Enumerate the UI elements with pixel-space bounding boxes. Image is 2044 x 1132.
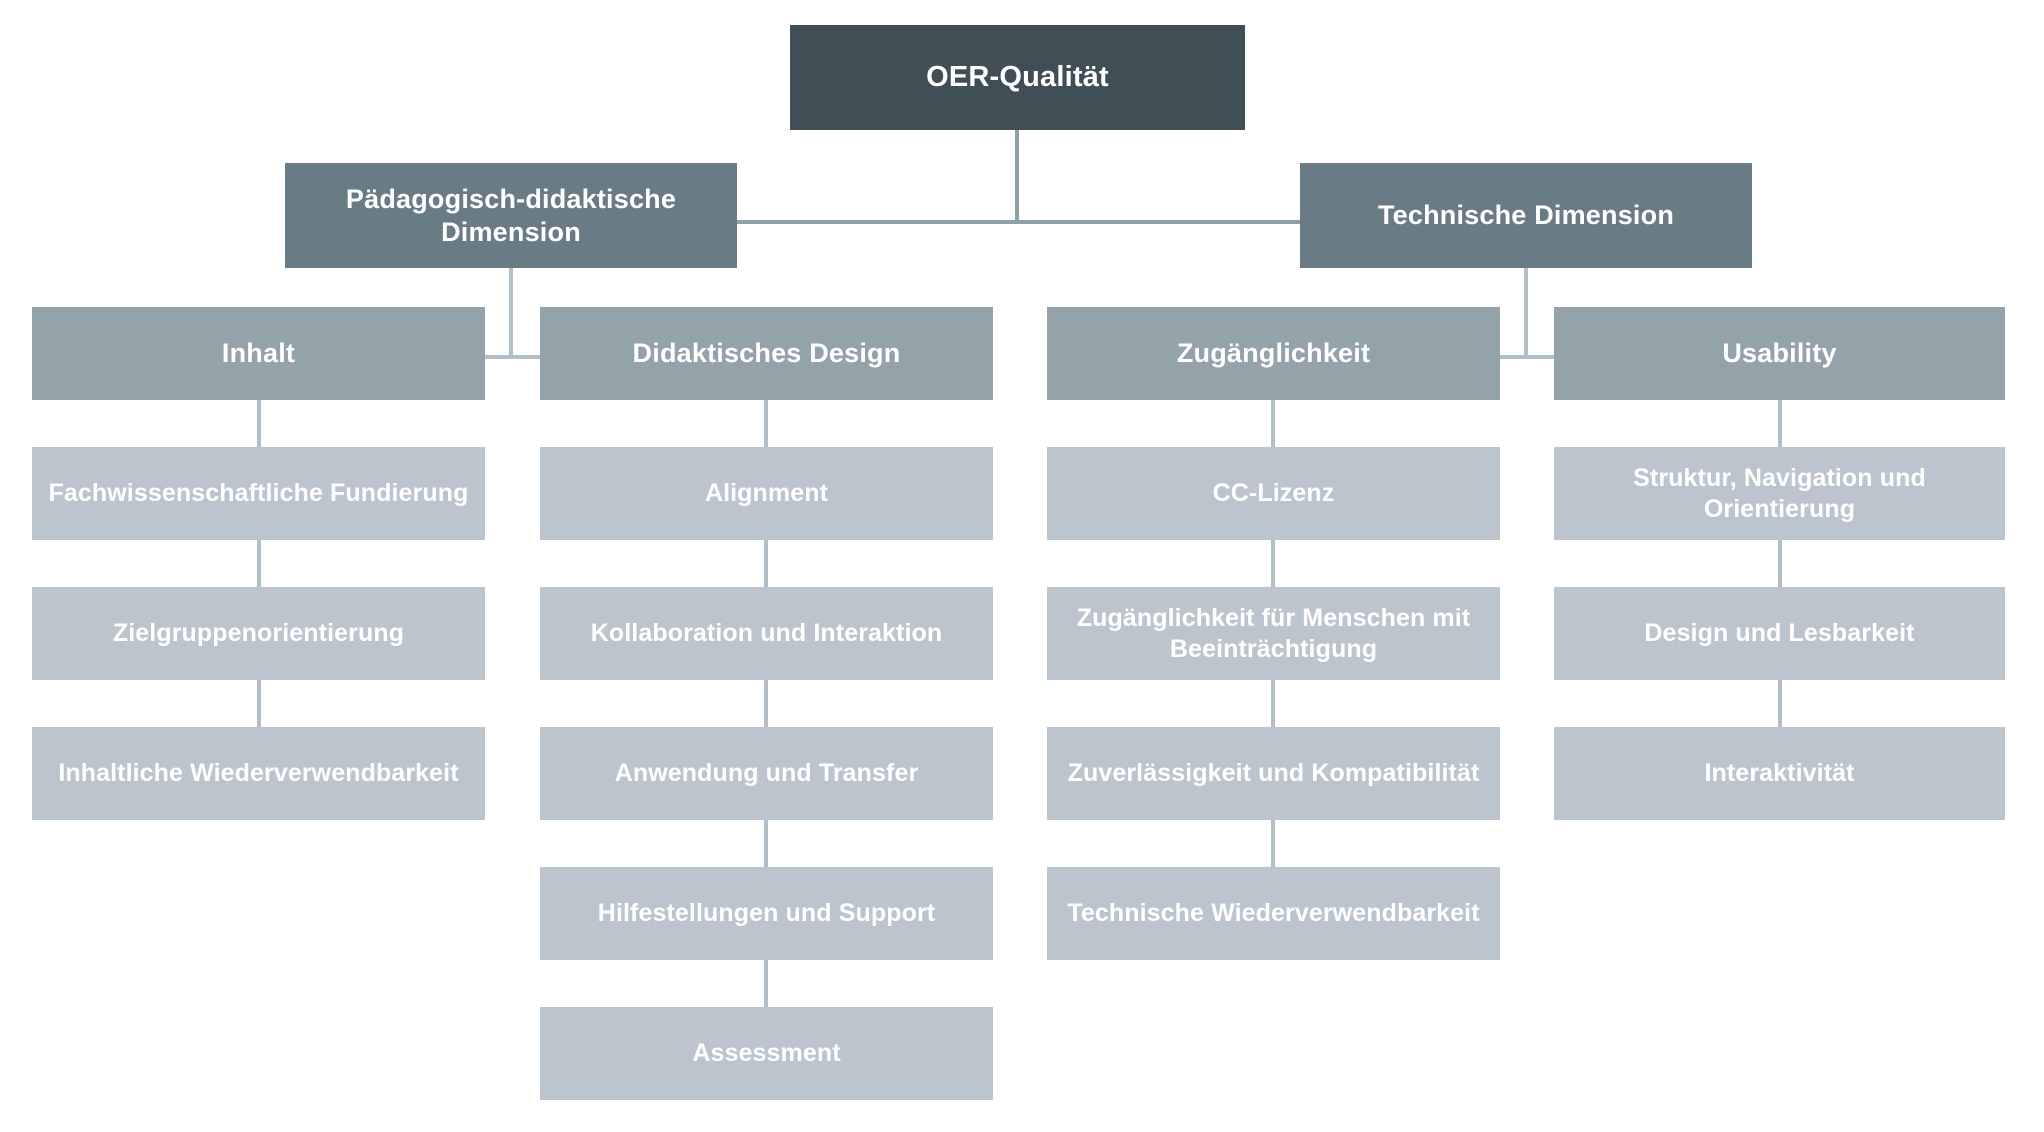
node-leaf-hilfestellungen-und-support[interactable]: Hilfestellungen und Support bbox=[540, 867, 993, 960]
node-category-inhalt[interactable]: Inhalt bbox=[32, 307, 485, 400]
node-label: Design und Lesbarkeit bbox=[1644, 619, 1915, 648]
node-label: Hilfestellungen und Support bbox=[597, 899, 936, 928]
node-label: Interaktivität bbox=[1704, 759, 1855, 788]
connector-right-category-crossbar bbox=[1500, 355, 1556, 359]
node-leaf-zugaenglichkeit-beeintraechtigung[interactable]: Zugänglichkeit für Menschen mit Beeinträ… bbox=[1047, 587, 1500, 680]
node-leaf-zielgruppenorientierung[interactable]: Zielgruppenorientierung bbox=[32, 587, 485, 680]
node-leaf-zuverlaessigkeit-und-kompatibilitaet[interactable]: Zuverlässigkeit und Kompatibilität bbox=[1047, 727, 1500, 820]
node-label: CC-Lizenz bbox=[1212, 479, 1335, 508]
node-label: Zugänglichkeit für Menschen mit Beeinträ… bbox=[1076, 604, 1471, 663]
node-label: Inhaltliche Wiederverwendbarkeit bbox=[58, 759, 459, 788]
node-category-usability[interactable]: Usability bbox=[1554, 307, 2005, 400]
connector-col4-spine bbox=[1778, 400, 1782, 732]
node-category-zugaenglichkeit[interactable]: Zugänglichkeit bbox=[1047, 307, 1500, 400]
node-leaf-anwendung-und-transfer[interactable]: Anwendung und Transfer bbox=[540, 727, 993, 820]
node-label: Technische Dimension bbox=[1377, 200, 1675, 231]
node-label: Technische Wiederverwendbarkeit bbox=[1067, 899, 1480, 928]
node-label: Kollaboration und Interaktion bbox=[590, 619, 943, 648]
node-leaf-inhaltliche-wiederverwendbarkeit[interactable]: Inhaltliche Wiederverwendbarkeit bbox=[32, 727, 485, 820]
node-leaf-struktur-navigation-orientierung[interactable]: Struktur, Navigation und Orientierung bbox=[1554, 447, 2005, 540]
node-leaf-kollaboration-und-interaktion[interactable]: Kollaboration und Interaktion bbox=[540, 587, 993, 680]
node-leaf-fachwissenschaftliche-fundierung[interactable]: Fachwissenschaftliche Fundierung bbox=[32, 447, 485, 540]
connector-right-dimension-vertical bbox=[1524, 268, 1528, 358]
node-label: OER-Qualität bbox=[926, 60, 1109, 93]
connector-left-category-crossbar bbox=[485, 355, 541, 359]
node-label: Pädagogisch-didaktische Dimension bbox=[345, 183, 677, 247]
node-leaf-cc-lizenz[interactable]: CC-Lizenz bbox=[1047, 447, 1500, 540]
node-label: Alignment bbox=[704, 479, 829, 508]
node-leaf-technische-wiederverwendbarkeit[interactable]: Technische Wiederverwendbarkeit bbox=[1047, 867, 1500, 960]
node-label: Usability bbox=[1722, 338, 1837, 369]
connector-col1-spine bbox=[257, 400, 261, 732]
node-label: Zugänglichkeit bbox=[1176, 338, 1371, 369]
node-leaf-assessment[interactable]: Assessment bbox=[540, 1007, 993, 1100]
node-label: Zielgruppenorientierung bbox=[112, 619, 405, 648]
node-label: Assessment bbox=[692, 1039, 841, 1068]
connector-dimension-crossbar bbox=[735, 220, 1301, 224]
node-root-oer-qualitaet[interactable]: OER-Qualität bbox=[790, 25, 1245, 130]
node-label: Struktur, Navigation und Orientierung bbox=[1633, 464, 1926, 523]
node-label: Didaktisches Design bbox=[632, 338, 901, 369]
node-dimension-technisch[interactable]: Technische Dimension bbox=[1300, 163, 1752, 268]
node-dimension-paedagogisch-didaktisch[interactable]: Pädagogisch-didaktische Dimension bbox=[285, 163, 737, 268]
connector-col2-spine bbox=[764, 400, 768, 1012]
node-leaf-design-und-lesbarkeit[interactable]: Design und Lesbarkeit bbox=[1554, 587, 2005, 680]
node-leaf-interaktivitaet[interactable]: Interaktivität bbox=[1554, 727, 2005, 820]
node-leaf-alignment[interactable]: Alignment bbox=[540, 447, 993, 540]
node-label: Fachwissenschaftliche Fundierung bbox=[48, 479, 469, 508]
node-category-didaktisches-design[interactable]: Didaktisches Design bbox=[540, 307, 993, 400]
node-label: Zuverlässigkeit und Kompatibilität bbox=[1067, 759, 1480, 788]
connector-left-dimension-vertical bbox=[509, 268, 513, 358]
connector-root-vertical bbox=[1015, 130, 1019, 222]
node-label: Anwendung und Transfer bbox=[614, 759, 919, 788]
node-label: Inhalt bbox=[221, 338, 296, 369]
